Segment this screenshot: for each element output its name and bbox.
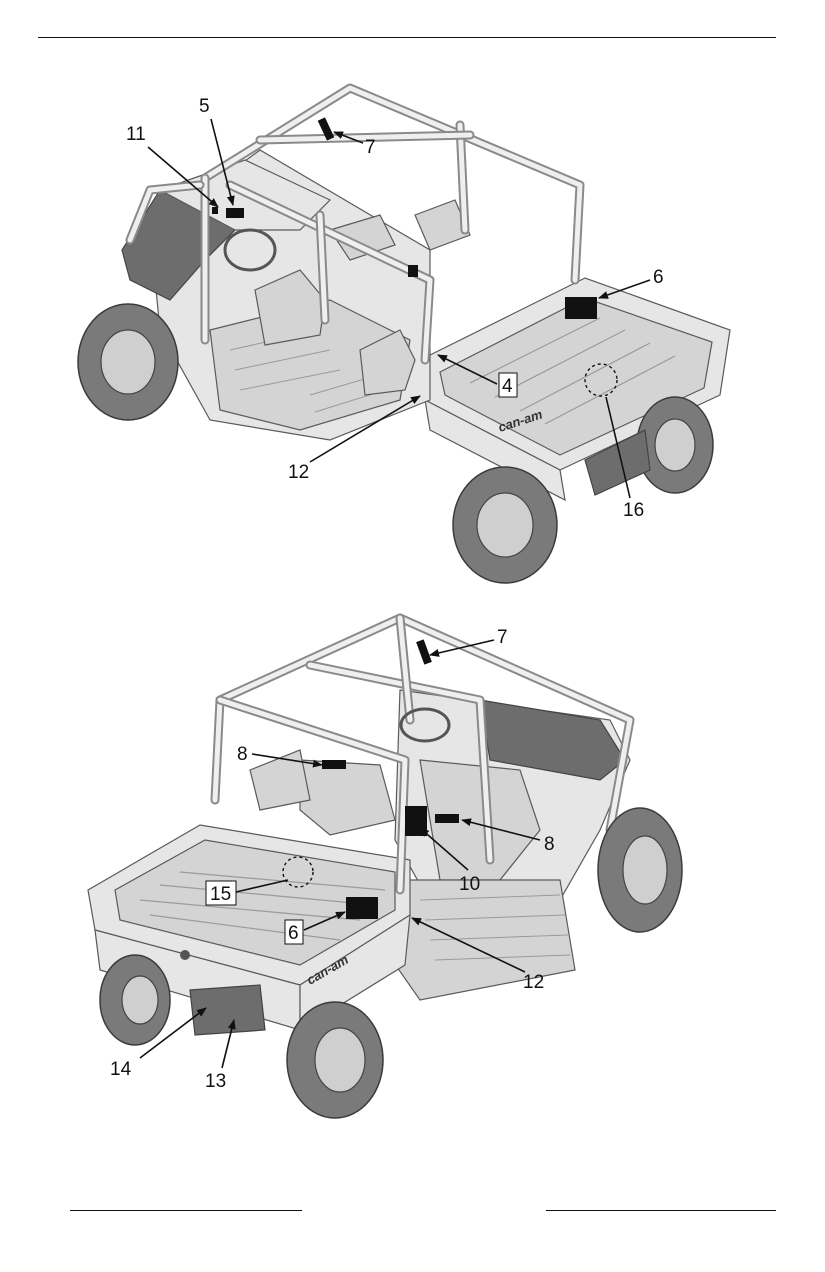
callout-7-bottom: 7 xyxy=(497,627,508,648)
wheel-rear-right-bottom xyxy=(286,1001,384,1119)
callout-10: 10 xyxy=(459,874,480,895)
callout-11: 11 xyxy=(126,124,146,145)
decal-7-top xyxy=(317,117,335,141)
wheel-rear-right xyxy=(636,396,714,494)
header-rule xyxy=(38,37,776,38)
callouts-top: 11 5 7 6 4 12 16 xyxy=(126,96,664,521)
decal-6-top xyxy=(565,297,597,319)
decal-6-bottom xyxy=(346,897,378,919)
callout-14: 14 xyxy=(110,1059,132,1080)
location-circle-16 xyxy=(584,363,618,397)
callout-7: 7 xyxy=(365,137,376,158)
callout-8-left: 8 xyxy=(237,744,248,765)
wheel-rear-left xyxy=(452,466,558,584)
callout-box-4 xyxy=(498,372,518,398)
callouts-bottom: 7 8 8 10 15 6 12 14 13 xyxy=(110,627,555,1092)
callout-5: 5 xyxy=(199,96,210,117)
decal-11 xyxy=(212,207,218,214)
vehicle-bottom-illustration: can-am xyxy=(87,613,683,1119)
callout-box-15 xyxy=(205,880,237,906)
callout-13: 13 xyxy=(205,1071,226,1092)
decal-7-bottom xyxy=(416,639,432,665)
wheel-front-left xyxy=(77,303,179,421)
callout-box-6 xyxy=(284,919,304,945)
decal-dark xyxy=(408,265,418,277)
callout-15: 15 xyxy=(210,884,231,905)
footer-rule-right xyxy=(546,1210,776,1211)
callout-6: 6 xyxy=(653,267,664,288)
callout-12: 12 xyxy=(288,462,309,483)
wheel-front-right xyxy=(597,807,683,933)
callout-6-bottom: 6 xyxy=(288,923,299,944)
decal-8-right xyxy=(435,814,459,823)
callout-4: 4 xyxy=(502,376,513,397)
footer-rule-left xyxy=(70,1210,302,1211)
callout-16: 16 xyxy=(623,500,644,521)
vehicle-top-illustration: can-am xyxy=(77,83,731,584)
callout-8-right: 8 xyxy=(544,834,555,855)
callout-12-bottom: 12 xyxy=(523,972,544,993)
decal-8-left xyxy=(322,760,346,769)
wheel-rear-left-bottom xyxy=(99,954,171,1046)
location-circle-15 xyxy=(282,856,314,888)
decal-5 xyxy=(226,208,244,218)
